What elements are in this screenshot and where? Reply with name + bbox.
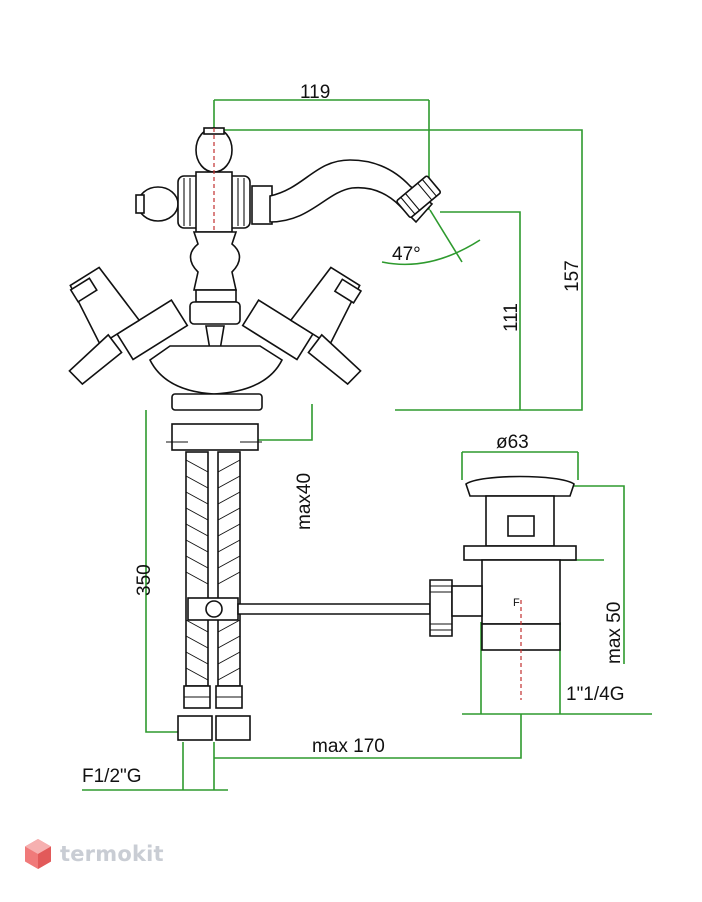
- pop-up-rod: [187, 579, 453, 637]
- dim-drain-diameter: ø63: [496, 432, 529, 453]
- dim-max-thickness: max40: [294, 473, 315, 530]
- pop-up-drain: F: [451, 475, 577, 651]
- dim-spout-height: 111: [501, 303, 522, 332]
- faucet-body: [68, 127, 442, 451]
- dim-hose-thread: F1/2"G: [82, 766, 142, 787]
- dim-overall-height: 157: [562, 260, 583, 292]
- supply-hoses: [177, 451, 251, 741]
- dimension-labels: 119 157 111 47° 350 max40 ø63 max 50 1"1…: [82, 82, 625, 787]
- dim-drain-thread: 1"1/4G: [566, 684, 625, 705]
- dim-hose-length: 350: [134, 564, 155, 596]
- dim-max-drain-depth: max 50: [604, 602, 625, 664]
- svg-text:F: F: [513, 597, 520, 609]
- center-axes: [213, 128, 522, 700]
- dim-max-reach: max 170: [312, 736, 385, 757]
- dimension-lines: [82, 99, 652, 791]
- hexagon-logo-icon: [25, 839, 51, 869]
- dim-spout-angle: 47°: [392, 244, 421, 265]
- brand-logo: termokit: [24, 838, 164, 870]
- brand-name: termokit: [60, 842, 164, 866]
- dim-top-width: 119: [300, 82, 330, 103]
